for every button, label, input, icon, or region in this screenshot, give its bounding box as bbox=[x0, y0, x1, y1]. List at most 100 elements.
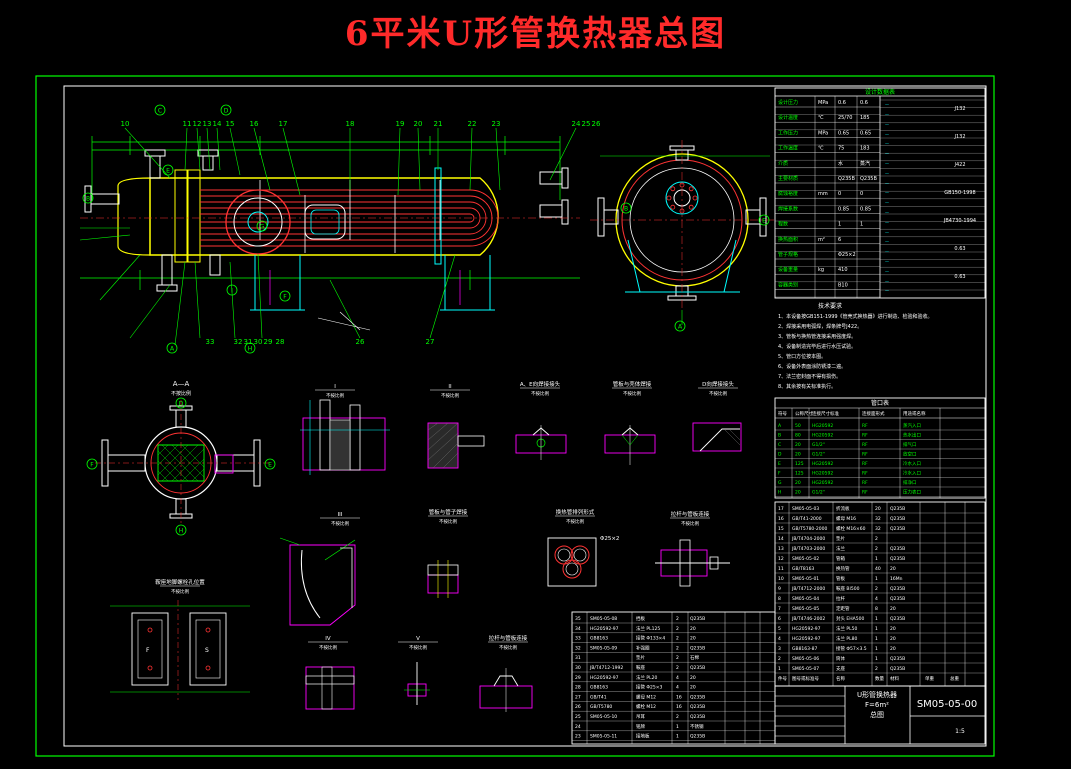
detail-sub-III: 不按比例 bbox=[331, 520, 349, 527]
section-AA-sub: 不按比例 bbox=[171, 390, 191, 397]
parts-right-cell: Q235B bbox=[890, 526, 905, 532]
nozzle-cell: RF bbox=[862, 423, 868, 429]
nozzle-letter-G: G bbox=[260, 224, 265, 231]
design-row-value-b: 0.65 bbox=[860, 130, 871, 136]
tech-req-line: 1、本设备按GB151-1999《管壳式换热器》进行制造、检验和验收。 bbox=[778, 313, 933, 320]
design-row-label: 设计压力 bbox=[778, 99, 798, 106]
detail-sub-D: 不按比例 bbox=[709, 390, 727, 397]
nozzle-cell: HG20592 bbox=[812, 423, 833, 429]
parts-right-cell: 20 bbox=[875, 506, 881, 512]
design-row-value-a: 0.85 bbox=[838, 206, 849, 212]
design-row-value-a: Q235B bbox=[838, 176, 855, 182]
nozzle-cell: D bbox=[778, 452, 782, 458]
detail-label-X: 鞍座地脚螺栓孔位置 bbox=[155, 578, 205, 586]
title-block: U形管换热器 F=6m² 总图 SM05-05-00 1:5 bbox=[774, 685, 986, 745]
design-note-mark: — bbox=[885, 200, 889, 205]
callout-18: 18 bbox=[346, 120, 355, 128]
design-note-mark: — bbox=[885, 151, 889, 156]
parts-right-cell: 16Mn bbox=[890, 576, 903, 582]
detail-label-IX: 拉杆与管板连接 bbox=[489, 634, 528, 642]
nozzle-cell: H bbox=[778, 490, 781, 496]
detail-label-VII: IV bbox=[325, 636, 331, 642]
nozzle-cell: 排净口 bbox=[903, 479, 917, 486]
design-row-label: 换热面积 bbox=[778, 236, 798, 243]
parts-right-cell: 14 bbox=[778, 536, 784, 542]
design-note-mark: — bbox=[885, 278, 889, 283]
design-row-unit: mm bbox=[818, 191, 828, 197]
nozzle-cell: 20 bbox=[795, 490, 801, 496]
parts-right-cell: 15 bbox=[778, 526, 784, 532]
parts-left-cell: 挡板 bbox=[636, 615, 645, 622]
parts-left-cell: 2 bbox=[676, 665, 679, 671]
parts-left-cell: 补强圈 bbox=[636, 644, 650, 651]
design-note-mark: — bbox=[885, 161, 889, 166]
nozzle-table-title: 管口表 bbox=[871, 399, 889, 407]
callout-23: 23 bbox=[492, 120, 501, 128]
parts-right-header: 总重 bbox=[950, 675, 959, 682]
bottom-callout-32: 32 bbox=[234, 338, 243, 346]
parts-right-cell: HG20592-97 bbox=[792, 626, 821, 632]
nozzle-cell: RF bbox=[862, 490, 868, 496]
parts-left-cell: 螺母 M12 bbox=[636, 693, 656, 700]
parts-right-cell: 12 bbox=[778, 556, 784, 562]
parts-left-cell: 2 bbox=[676, 714, 679, 720]
detail-label-V: 换热管排列形式 bbox=[556, 508, 595, 516]
design-note-mark: — bbox=[885, 249, 889, 254]
parts-right-cell: SM05-05-01 bbox=[792, 576, 819, 582]
parts-left-cell: 27 bbox=[575, 694, 581, 700]
parts-right-cell: SM05-05-07 bbox=[792, 666, 819, 672]
parts-left-cell: 2 bbox=[676, 626, 679, 632]
design-row-value-b: 0.6 bbox=[860, 100, 868, 106]
parts-left-cell: 接管 Φ133×4 bbox=[636, 635, 665, 642]
parts-right-cell: Q235B bbox=[890, 586, 905, 592]
parts-right-cell: SM05-05-04 bbox=[792, 596, 819, 602]
parts-right-cell: 1 bbox=[778, 666, 781, 672]
parts-right-cell: JB/T4712-2000 bbox=[791, 586, 825, 592]
design-row-value-a: 0.6 bbox=[838, 100, 846, 106]
bottom-callout-27: 27 bbox=[426, 338, 435, 346]
nozzle-cell: 125 bbox=[795, 461, 804, 467]
parts-left-cell: 16 bbox=[676, 704, 682, 710]
parts-right-cell: 2 bbox=[875, 546, 878, 552]
side-letter-E: E bbox=[762, 218, 766, 225]
design-right-value: J422 bbox=[953, 162, 965, 168]
detail-D bbox=[692, 422, 742, 452]
design-right-value: J132 bbox=[953, 134, 965, 140]
bottom-callout-29: 29 bbox=[264, 338, 273, 346]
title-block-name-1: U形管换热器 bbox=[857, 690, 897, 699]
parts-right-cell: 拉杆 bbox=[836, 595, 845, 602]
parts-right-cell: 管箱 bbox=[836, 555, 845, 562]
parts-right-cell: 换热管 bbox=[836, 565, 850, 572]
parts-left-cell: 2 bbox=[676, 616, 679, 622]
callout-15: 15 bbox=[226, 120, 235, 128]
design-row-value-a: 6 bbox=[838, 237, 841, 243]
parts-right-cell: 螺栓 M16×60 bbox=[836, 525, 866, 532]
design-row-value-a: B10 bbox=[838, 282, 848, 288]
design-row-unit: MPa bbox=[818, 100, 828, 106]
parts-left-cell: JB/T4712-1992 bbox=[589, 665, 623, 671]
nozzle-cell: RF bbox=[862, 461, 868, 467]
parts-left-cell: 30 bbox=[575, 665, 581, 671]
parts-right-cell: 1 bbox=[875, 616, 878, 622]
parts-left-cell: 34 bbox=[575, 626, 581, 632]
design-note-mark: — bbox=[885, 131, 889, 136]
parts-right-cell: 1 bbox=[875, 556, 878, 562]
detail-X-saddle-bolts: F S bbox=[110, 600, 250, 700]
nozzle-cell: G bbox=[778, 480, 782, 486]
svg-text:F: F bbox=[146, 647, 150, 654]
parts-right-cell: 2 bbox=[778, 656, 781, 662]
detail-labels: I不按比例II不按比例A、E向焊接接头不按比例管板与壳体焊接不按比例D向焊接接头… bbox=[155, 380, 738, 651]
nozzle-cell: 排气口 bbox=[903, 441, 917, 448]
detail-IV bbox=[427, 560, 459, 598]
nozzle-letter-I: I bbox=[231, 288, 233, 295]
parts-right-cell: Q235B bbox=[890, 556, 905, 562]
parts-right-header: 件号 bbox=[778, 675, 787, 682]
parts-left-cell: 吊耳 bbox=[636, 714, 645, 720]
design-row-label: 工作温度 bbox=[778, 145, 798, 152]
detail-label-A: A、E向焊接接头 bbox=[520, 380, 561, 388]
